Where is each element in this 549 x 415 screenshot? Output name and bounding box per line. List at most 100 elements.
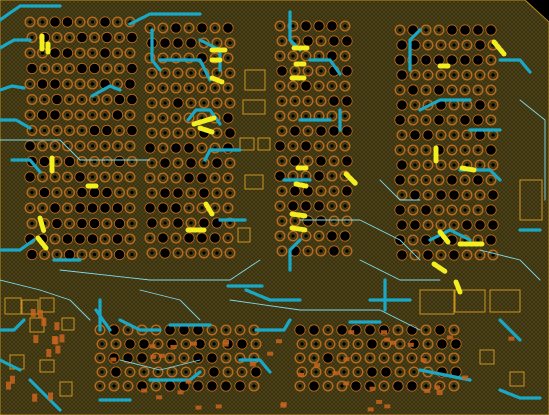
via-ring[interactable] — [224, 67, 236, 79]
via-drill[interactable] — [128, 51, 132, 55]
via-ring[interactable] — [211, 187, 223, 199]
via-ring[interactable] — [157, 172, 169, 184]
smd-pad[interactable] — [267, 351, 274, 356]
via-drill[interactable] — [452, 73, 456, 77]
via-drill[interactable] — [476, 148, 480, 152]
via-pad[interactable] — [74, 202, 86, 214]
via-drill[interactable] — [130, 221, 134, 226]
via-drill[interactable] — [90, 20, 95, 24]
via-drill[interactable] — [215, 191, 219, 195]
component-outline[interactable] — [39, 359, 55, 373]
via-ring[interactable] — [446, 204, 458, 216]
via-drill[interactable] — [439, 43, 443, 47]
smd-pad[interactable] — [150, 354, 157, 359]
via-drill[interactable] — [340, 384, 344, 388]
via-pad[interactable] — [396, 219, 408, 231]
via-drill[interactable] — [478, 253, 482, 257]
via-drill[interactable] — [398, 370, 402, 374]
via-ring[interactable] — [183, 52, 195, 64]
via-drill[interactable] — [30, 190, 34, 195]
via-pad[interactable] — [328, 35, 340, 47]
via-ring[interactable] — [276, 185, 288, 197]
via-ring[interactable] — [62, 202, 74, 214]
via-drill[interactable] — [424, 178, 428, 182]
via-ring[interactable] — [74, 109, 86, 121]
via-pad[interactable] — [326, 20, 338, 32]
via-drill[interactable] — [128, 206, 132, 210]
via-drill[interactable] — [254, 342, 258, 346]
via-drill[interactable] — [187, 86, 191, 90]
via-ring[interactable] — [113, 32, 125, 44]
via-pad[interactable] — [111, 202, 124, 214]
copper-trace[interactable] — [308, 58, 342, 76]
via-ring[interactable] — [170, 112, 182, 124]
via-ring[interactable] — [49, 171, 61, 183]
via-drill[interactable] — [92, 35, 97, 40]
via-ring[interactable] — [198, 97, 210, 109]
via-drill[interactable] — [65, 113, 70, 117]
via-pad[interactable] — [196, 232, 208, 244]
via-ring[interactable] — [222, 82, 234, 94]
via-drill[interactable] — [148, 176, 152, 180]
via-ring[interactable] — [276, 95, 288, 107]
via-drill[interactable] — [78, 113, 82, 117]
via-ring[interactable] — [74, 78, 86, 90]
via-ring[interactable] — [274, 200, 286, 212]
via-drill[interactable] — [176, 71, 180, 75]
via-drill[interactable] — [226, 86, 230, 90]
via-drill[interactable] — [228, 101, 232, 105]
via-pad[interactable] — [396, 159, 408, 171]
via-drill[interactable] — [426, 73, 430, 77]
via-drill[interactable] — [90, 113, 95, 117]
via-ring[interactable] — [448, 39, 460, 51]
via-pad[interactable] — [433, 84, 445, 96]
via-ring[interactable] — [236, 366, 248, 378]
via-drill[interactable] — [410, 356, 414, 360]
via-drill[interactable] — [228, 191, 232, 195]
via-pad[interactable] — [422, 249, 434, 261]
via-pad[interactable] — [61, 233, 74, 245]
via-ring[interactable] — [74, 47, 86, 59]
via-drill[interactable] — [213, 176, 217, 180]
via-ring[interactable] — [185, 67, 197, 79]
via-drill[interactable] — [398, 148, 402, 152]
via-pad[interactable] — [302, 35, 314, 47]
via-drill[interactable] — [304, 54, 308, 58]
via-ring[interactable] — [157, 112, 169, 124]
via-drill[interactable] — [326, 328, 330, 332]
highlighted-trace[interactable] — [203, 201, 215, 217]
via-pad[interactable] — [409, 129, 421, 141]
via-drill[interactable] — [291, 144, 295, 148]
via-drill[interactable] — [163, 101, 167, 105]
via-pad[interactable] — [183, 232, 195, 244]
via-drill[interactable] — [319, 249, 323, 253]
via-drill[interactable] — [306, 99, 310, 103]
via-drill[interactable] — [182, 356, 186, 360]
via-ring[interactable] — [409, 249, 421, 261]
component-outline[interactable] — [509, 371, 525, 387]
via-pad[interactable] — [396, 249, 408, 261]
via-drill[interactable] — [280, 129, 284, 133]
via-ring[interactable] — [474, 189, 486, 201]
via-pad[interactable] — [222, 112, 234, 124]
via-ring[interactable] — [341, 245, 353, 257]
via-ring[interactable] — [124, 140, 136, 152]
via-ring[interactable] — [170, 172, 182, 184]
via-drill[interactable] — [226, 56, 230, 60]
smd-pad[interactable] — [343, 357, 350, 362]
via-pad[interactable] — [126, 93, 138, 106]
via-pad[interactable] — [76, 186, 88, 199]
via-ring[interactable] — [63, 32, 75, 44]
via-pad[interactable] — [485, 234, 497, 246]
via-ring[interactable] — [172, 157, 184, 169]
via-drill[interactable] — [130, 190, 134, 195]
via-drill[interactable] — [226, 370, 230, 374]
component-outline[interactable] — [4, 297, 22, 315]
via-drill[interactable] — [476, 238, 480, 242]
copper-trace[interactable] — [498, 388, 542, 400]
via-ring[interactable] — [111, 171, 123, 183]
via-drill[interactable] — [382, 384, 386, 388]
via-ring[interactable] — [63, 124, 75, 136]
thin-trace[interactable] — [359, 259, 441, 281]
via-drill[interactable] — [80, 128, 84, 133]
